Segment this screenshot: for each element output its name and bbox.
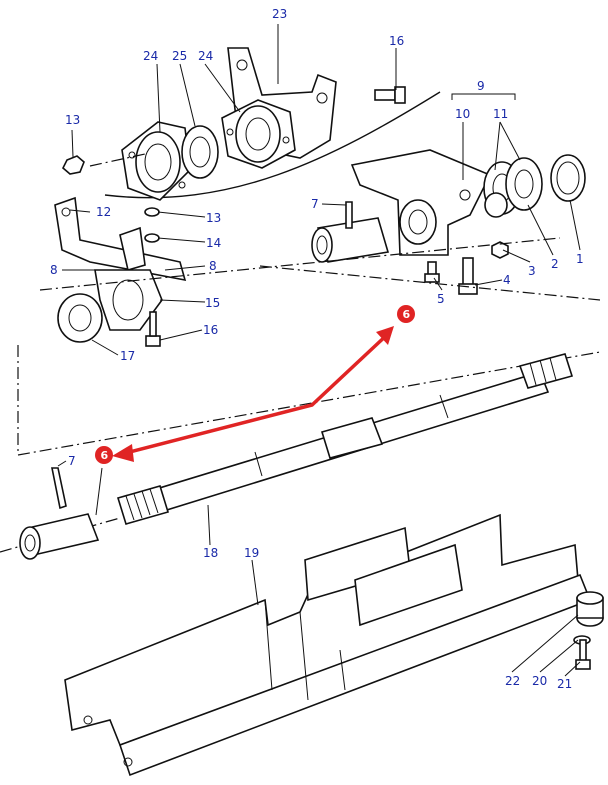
- callout-13-top: 13: [65, 113, 80, 127]
- callout-22: 22: [505, 674, 520, 688]
- axis-line-right: [259, 265, 601, 301]
- callout-7-top: 7: [311, 197, 319, 211]
- nut-3: [491, 241, 509, 259]
- callout-23: 23: [272, 7, 287, 21]
- callout-19: 19: [244, 546, 259, 560]
- svg-text:6: 6: [101, 449, 109, 462]
- callout-1: 1: [576, 252, 584, 266]
- red-arrow-6: [112, 326, 394, 462]
- callout-10: 10: [455, 107, 470, 121]
- axis-line-top: [39, 237, 561, 291]
- badge-6-upper: 6: [397, 305, 415, 323]
- svg-text:6: 6: [403, 308, 411, 321]
- callout-17: 17: [120, 349, 135, 363]
- bolt-4: [458, 257, 478, 295]
- flange-bearing-left: [121, 121, 219, 201]
- callout-18: 18: [203, 546, 218, 560]
- bushing-6-lower: [19, 513, 100, 560]
- callout-16-left: 16: [203, 323, 218, 337]
- housing-10: [350, 149, 492, 256]
- nut-13: [62, 155, 85, 175]
- flange-bearing-right: [221, 99, 296, 169]
- callout-14: 14: [206, 236, 221, 250]
- seal-ring-1: [550, 154, 586, 202]
- bracket-12: [54, 196, 187, 282]
- callout-4: 4: [503, 273, 511, 287]
- callout-9: 9: [477, 79, 485, 93]
- shaft-18: [116, 353, 574, 525]
- bearing-set-11: [483, 157, 543, 218]
- spacer-22: [576, 591, 604, 627]
- callout-11: 11: [493, 107, 508, 121]
- callout-15: 15: [205, 296, 220, 310]
- callout-5: 5: [437, 292, 445, 306]
- callout-20: 20: [532, 674, 547, 688]
- bearing-17: [57, 293, 103, 343]
- axis-line-13: [89, 153, 146, 167]
- axis-line-box: [17, 345, 601, 456]
- callout-8-right: 8: [209, 259, 217, 273]
- nut-13b: [144, 207, 160, 217]
- callout-24-left: 24: [143, 49, 158, 63]
- bushing-6-top: [311, 217, 390, 263]
- callout-24-right: 24: [198, 49, 213, 63]
- pin-7-lower: [51, 467, 67, 510]
- washer-14: [144, 233, 160, 243]
- callout-2: 2: [551, 257, 559, 271]
- leader-lines: [57, 24, 581, 677]
- callout-3: 3: [528, 264, 536, 278]
- bolt-21: [575, 639, 591, 670]
- bolt-5: [424, 261, 440, 283]
- callout-13-mid: 13: [206, 211, 221, 225]
- bolt-16-left: [145, 311, 161, 347]
- callout-8-left: 8: [50, 263, 58, 277]
- callout-12: 12: [96, 205, 111, 219]
- clamp-15: [94, 269, 163, 331]
- callout-25: 25: [172, 49, 187, 63]
- callout-16-top: 16: [389, 34, 404, 48]
- pin-7-top: [345, 201, 353, 229]
- bolt-16-top: [374, 86, 406, 104]
- callout-7-lower: 7: [68, 454, 76, 468]
- shaft-guard-19: [64, 513, 592, 777]
- callout-21: 21: [557, 677, 572, 691]
- badge-6-lower: 6: [95, 446, 113, 464]
